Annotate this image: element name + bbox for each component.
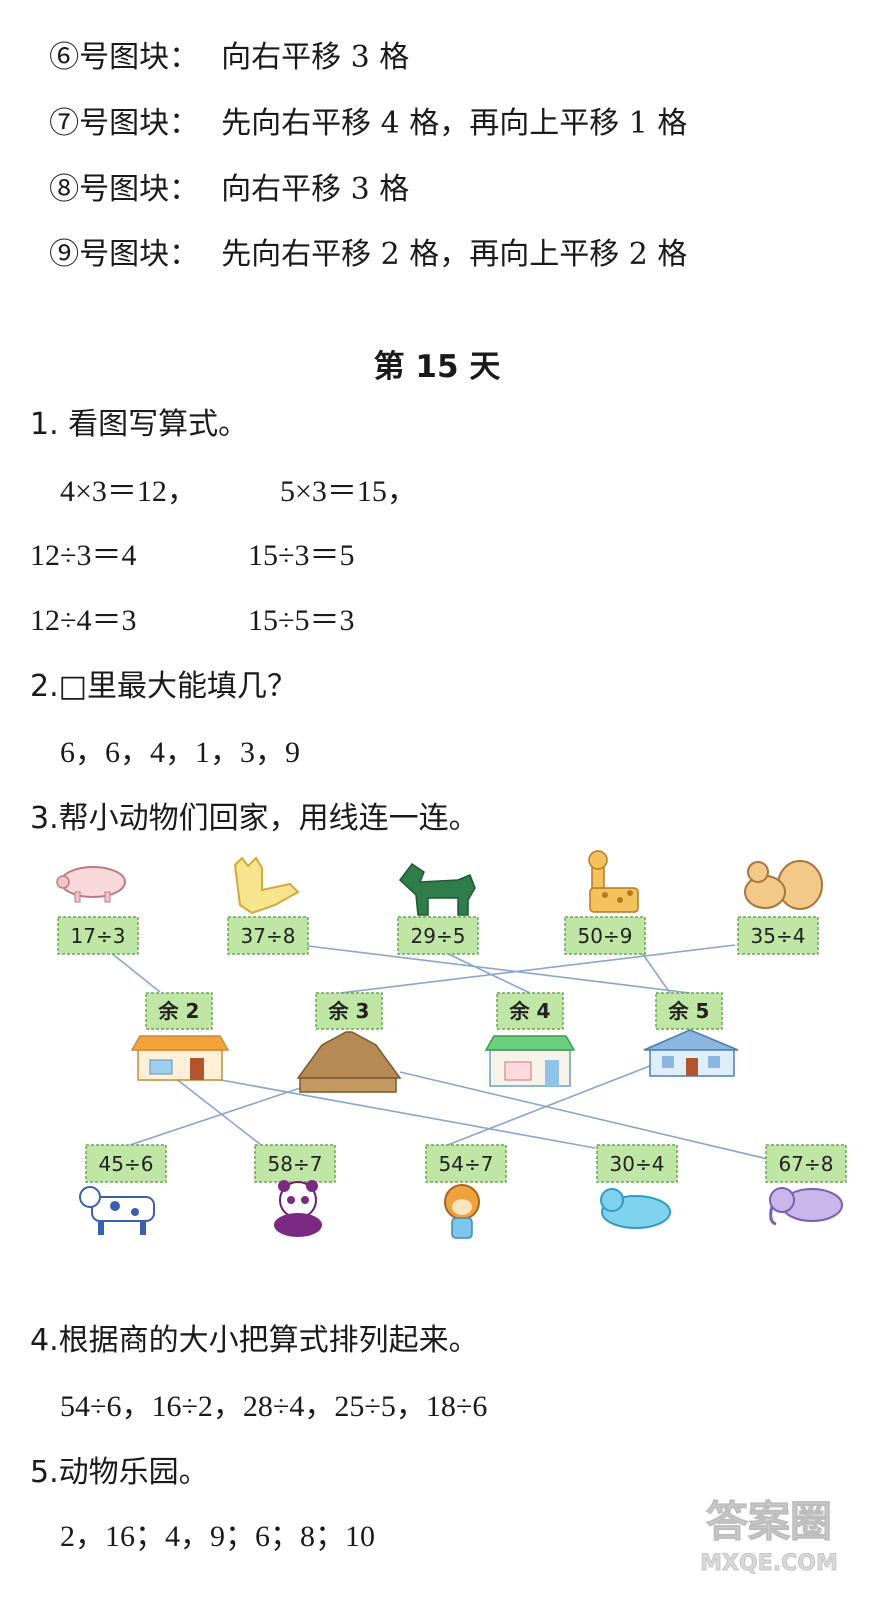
q1-row3-right: 15÷5＝3 xyxy=(248,604,355,637)
connection-line xyxy=(129,1077,331,1146)
q1-row2-right: 15÷3＝5 xyxy=(248,539,355,572)
top-card-label: 50÷9 xyxy=(578,924,633,948)
q5-answer: 2，16；4，9；6；8；10 xyxy=(60,1520,375,1553)
q3-heading: 3.帮小动物们回家，用线连一连。 xyxy=(30,801,479,836)
panda-icon xyxy=(274,1180,322,1237)
translation-label: ⑨号图块： xyxy=(49,237,200,272)
translation-label: ⑧号图块： xyxy=(49,172,200,207)
translation-label: ⑦号图块： xyxy=(49,106,200,141)
connection-line xyxy=(174,1077,266,1149)
bottom-card-label: 30÷4 xyxy=(610,1152,665,1176)
remainder-card-group: 余 2 余 3 余 4 余 5 xyxy=(145,992,723,1030)
remainder-label: 余 4 xyxy=(509,999,551,1023)
shop-house-icon xyxy=(130,1035,230,1081)
top-card-label: 17÷3 xyxy=(71,924,126,948)
q1-row3-left: 12÷4＝3 xyxy=(30,604,137,637)
translation-line-8: ⑧号图块： 向右平移 3 格 xyxy=(30,145,409,205)
translation-text: 向右平移 3 格 xyxy=(221,40,410,75)
watermark-url: MXQE.COM xyxy=(700,1551,838,1576)
thatched-hut-icon xyxy=(296,1031,402,1093)
q1-heading: 1. 看图写算式。 xyxy=(30,407,249,442)
giraffe-icon xyxy=(588,850,639,913)
translation-line-7: ⑦号图块： 先向右平移 4 格，再向上平移 1 格 xyxy=(30,79,687,139)
connection-line xyxy=(399,1071,773,1161)
elephant-icon xyxy=(769,1187,843,1226)
bottom-card-group: 45÷6 58÷7 54÷7 30÷4 67÷8 xyxy=(85,1144,847,1183)
connection-lines xyxy=(109,944,773,1161)
remainder-label: 余 2 xyxy=(158,999,200,1023)
translation-line-9: ⑨号图块： 先向右平移 2 格，再向上平移 2 格 xyxy=(30,210,687,270)
top-card-label: 37÷8 xyxy=(241,924,296,948)
connection-line xyxy=(439,1061,661,1149)
q2-heading: 2.□里最大能填几？ xyxy=(30,669,297,704)
top-card-label: 35÷4 xyxy=(751,924,806,948)
translation-label: ⑥号图块： xyxy=(49,40,200,75)
q2-answer: 6，6，4，1，3，9 xyxy=(60,736,300,769)
squirrel-icon xyxy=(744,860,823,910)
q4-answer: 54÷6，16÷2，28÷4，25÷5，18÷6 xyxy=(60,1390,488,1423)
day-title: 第 15 天 xyxy=(373,349,501,385)
bottom-card-label: 58÷7 xyxy=(268,1152,323,1176)
q1-row1-left: 4×3＝12， xyxy=(60,475,197,508)
pig-icon xyxy=(56,866,126,903)
top-card-label: 29÷5 xyxy=(411,924,466,948)
connection-line xyxy=(639,949,671,994)
fox-icon xyxy=(233,856,300,915)
watermark-logo: 答案圈 MXQE.COM xyxy=(700,1497,838,1577)
hippo-icon xyxy=(600,1188,671,1229)
connection-line xyxy=(209,1077,596,1149)
translation-text: 向右平移 3 格 xyxy=(221,172,410,207)
monkey-icon xyxy=(444,1184,480,1239)
bottom-card-label: 45÷6 xyxy=(99,1152,154,1176)
q1-row1-right: 5×3＝15， xyxy=(280,475,417,508)
q1-row2-left: 12÷3＝4 xyxy=(30,539,137,572)
bottom-card-label: 54÷7 xyxy=(439,1152,494,1176)
q4-heading: 4.根据商的大小把算式排列起来。 xyxy=(30,1323,479,1358)
horse-icon xyxy=(398,862,476,916)
top-card-group: 17÷3 37÷8 29÷5 50÷9 35÷4 xyxy=(57,916,819,955)
store-house-icon xyxy=(484,1035,576,1087)
connection-line xyxy=(299,944,691,994)
cow-icon xyxy=(79,1186,155,1235)
bottom-card-label: 67÷8 xyxy=(779,1152,834,1176)
translation-line-6: ⑥号图块： 向右平移 3 格 xyxy=(30,13,409,73)
cottage-icon xyxy=(643,1029,739,1077)
remainder-label: 余 5 xyxy=(668,999,710,1023)
translation-text: 先向右平移 4 格，再向上平移 1 格 xyxy=(221,106,688,141)
matching-diagram: 17÷3 37÷8 29÷5 50÷9 35÷4 余 2 余 3 余 4 余 5 xyxy=(56,850,847,1239)
connection-line xyxy=(339,944,736,994)
q5-heading: 5.动物乐园。 xyxy=(30,1455,209,1490)
watermark-logo-text: 答案圈 xyxy=(706,1497,832,1546)
translation-text: 先向右平移 2 格，再向上平移 2 格 xyxy=(221,237,688,272)
connection-line xyxy=(439,949,531,994)
connection-line xyxy=(109,951,161,993)
remainder-label: 余 3 xyxy=(328,999,370,1023)
